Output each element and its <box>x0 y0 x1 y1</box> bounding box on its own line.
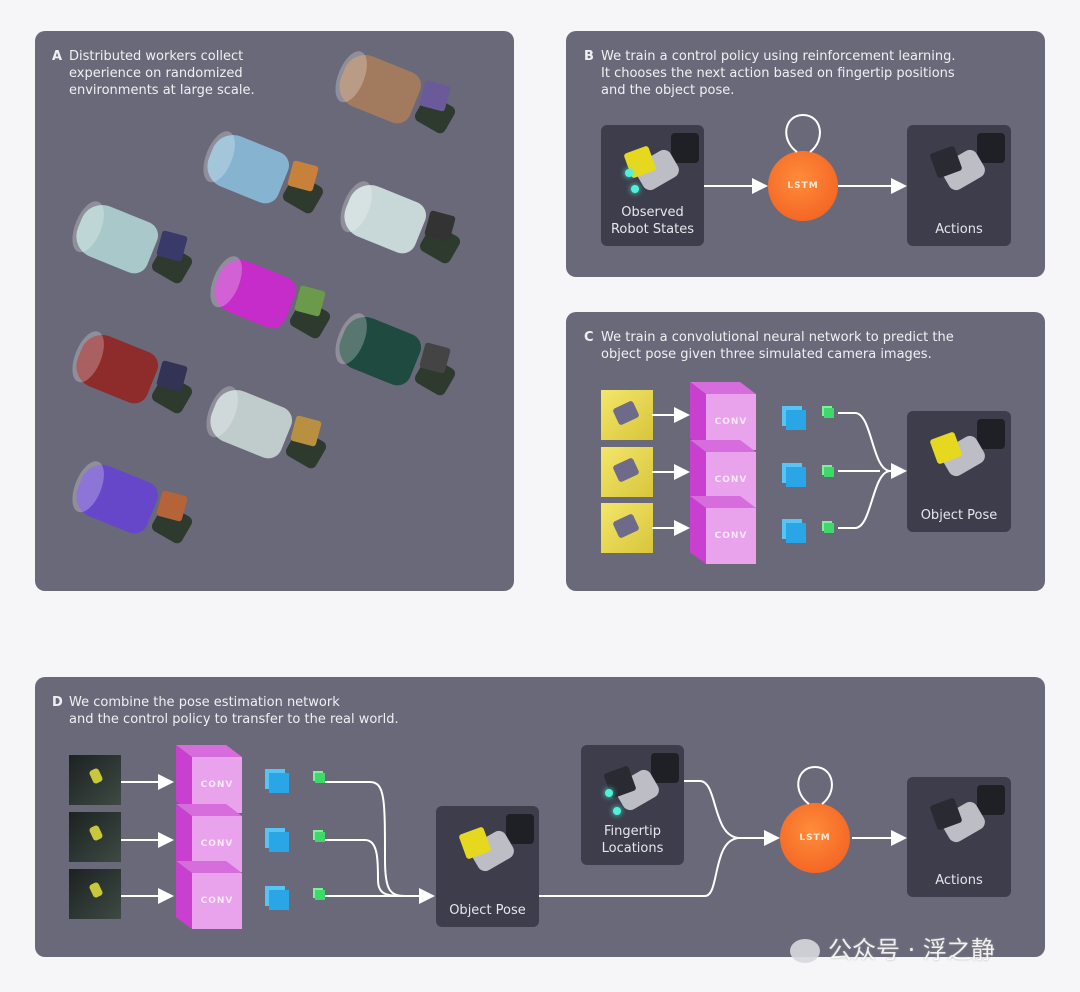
panel-b: B We train a control policy using reinfo… <box>566 31 1045 277</box>
simulated-camera-image-3 <box>601 503 653 553</box>
panel-a-caption: A Distributed workers collect experience… <box>52 49 255 98</box>
output-cube-2 <box>315 832 325 842</box>
panel-d: D We combine the pose estimation network… <box>35 677 1045 957</box>
output-cube-1 <box>315 773 325 783</box>
conv-block-3: CONV <box>192 873 242 929</box>
simulated-camera-image-1 <box>601 390 653 440</box>
feature-cube-2 <box>269 832 289 852</box>
real-camera-image-2 <box>69 812 121 862</box>
simulated-camera-image-2 <box>601 447 653 497</box>
actions-box: Actions <box>907 125 1011 246</box>
object-pose-image <box>929 419 1005 485</box>
panel-a: A Distributed workers collect experience… <box>35 31 514 591</box>
lstm-recurrent-loop-d <box>797 765 833 805</box>
merge-d-1 <box>325 781 406 897</box>
wechat-icon <box>790 939 820 963</box>
object-pose-box: Object Pose <box>436 806 539 927</box>
merge-c-3 <box>838 470 891 529</box>
arrow-fingertip-to-lstm <box>684 780 780 846</box>
output-cube-3 <box>824 523 834 533</box>
real-camera-image-1 <box>69 755 121 805</box>
feature-cube-2 <box>786 467 806 487</box>
output-cube-1 <box>824 408 834 418</box>
panel-c: C We train a convolutional neural networ… <box>566 312 1045 591</box>
output-cube-3 <box>315 890 325 900</box>
merge-c-1 <box>838 412 907 479</box>
output-cube-2 <box>824 467 834 477</box>
robot-hand-actions-image <box>929 133 1005 199</box>
panel-b-caption: B We train a control policy using reinfo… <box>584 49 956 98</box>
feature-cube-3 <box>786 523 806 543</box>
lstm-recurrent-loop <box>785 113 821 153</box>
object-pose-box: Object Pose <box>907 411 1011 532</box>
panel-c-caption: C We train a convolutional neural networ… <box>584 330 954 362</box>
watermark: 公众号 · 浮之静 <box>790 930 995 965</box>
robot-hand-image <box>623 133 699 199</box>
lstm-node: LSTM <box>780 803 850 873</box>
panel-d-caption: D We combine the pose estimation network… <box>52 695 399 727</box>
merge-d-2 <box>325 839 401 897</box>
conv-block-3: CONV <box>706 508 756 564</box>
feature-cube-1 <box>786 410 806 430</box>
feature-cube-3 <box>269 890 289 910</box>
fingertip-image <box>603 753 679 819</box>
lstm-node: LSTM <box>768 151 838 221</box>
real-camera-image-3 <box>69 869 121 919</box>
object-pose-image <box>458 814 534 880</box>
actions-box: Actions <box>907 777 1011 897</box>
arrow-pose-to-lstm <box>539 837 741 897</box>
robot-hand-actions-image <box>929 785 1005 851</box>
feature-cube-1 <box>269 773 289 793</box>
